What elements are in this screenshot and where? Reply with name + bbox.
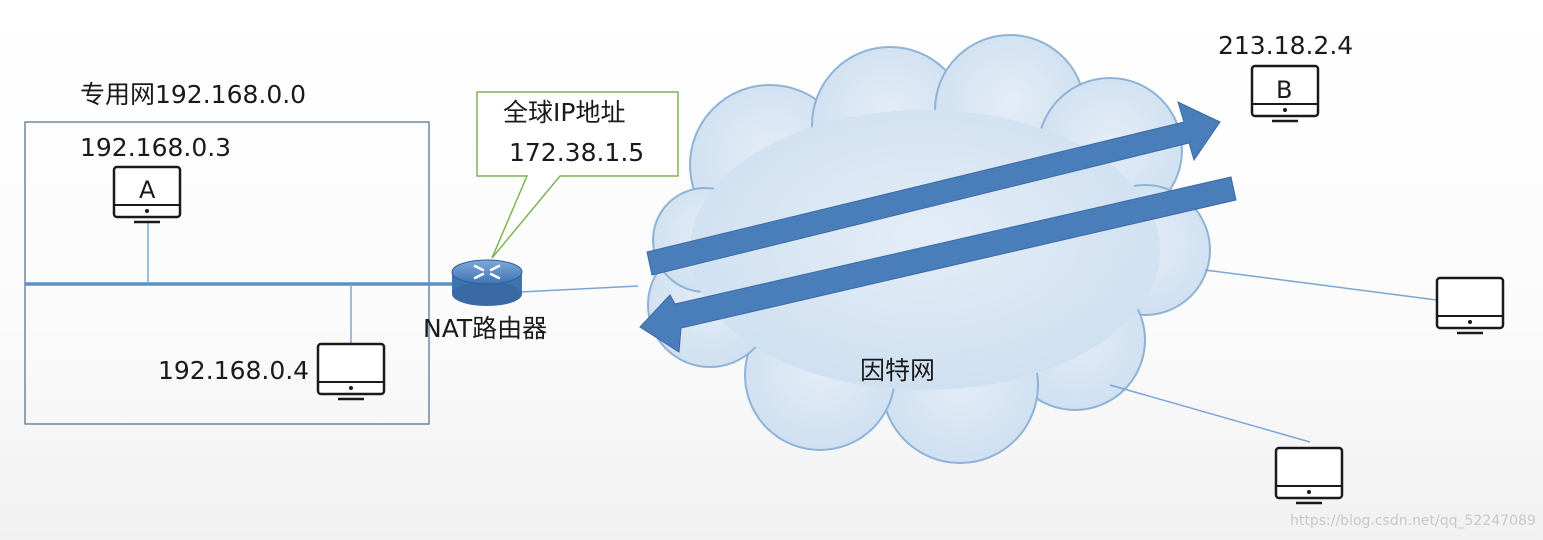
internet-label: 因特网 xyxy=(860,356,936,385)
link-host-3 xyxy=(1204,269,1438,301)
monitor-icon xyxy=(1435,276,1505,335)
monitor-icon xyxy=(112,165,182,224)
inbound-arrow xyxy=(639,176,1237,353)
host-a-tag: A xyxy=(139,176,156,204)
router-internet-link xyxy=(519,285,639,293)
host-2-ip: 192.168.0.4 xyxy=(158,356,310,385)
private-network-box xyxy=(24,121,430,425)
host-b-ip: 213.18.2.4 xyxy=(1218,31,1354,60)
outbound-arrow xyxy=(646,101,1221,276)
host-b-tag: B xyxy=(1276,76,1293,104)
callout-line1: 全球IP地址 xyxy=(503,98,626,127)
monitor-icon xyxy=(316,342,386,401)
watermark: https://blog.csdn.net/qq_52247089 xyxy=(1290,513,1536,529)
router-label: NAT路由器 xyxy=(423,314,548,343)
router-icon xyxy=(451,259,523,306)
global-ip-callout xyxy=(476,91,679,259)
monitor-icon xyxy=(1250,64,1320,123)
monitor-icon xyxy=(1274,446,1344,505)
callout-line2: 172.38.1.5 xyxy=(509,138,645,167)
private-network-label: 专用网192.168.0.0 xyxy=(80,80,307,109)
link-host-4 xyxy=(1109,384,1311,443)
host-a-ip: 192.168.0.3 xyxy=(80,133,232,162)
